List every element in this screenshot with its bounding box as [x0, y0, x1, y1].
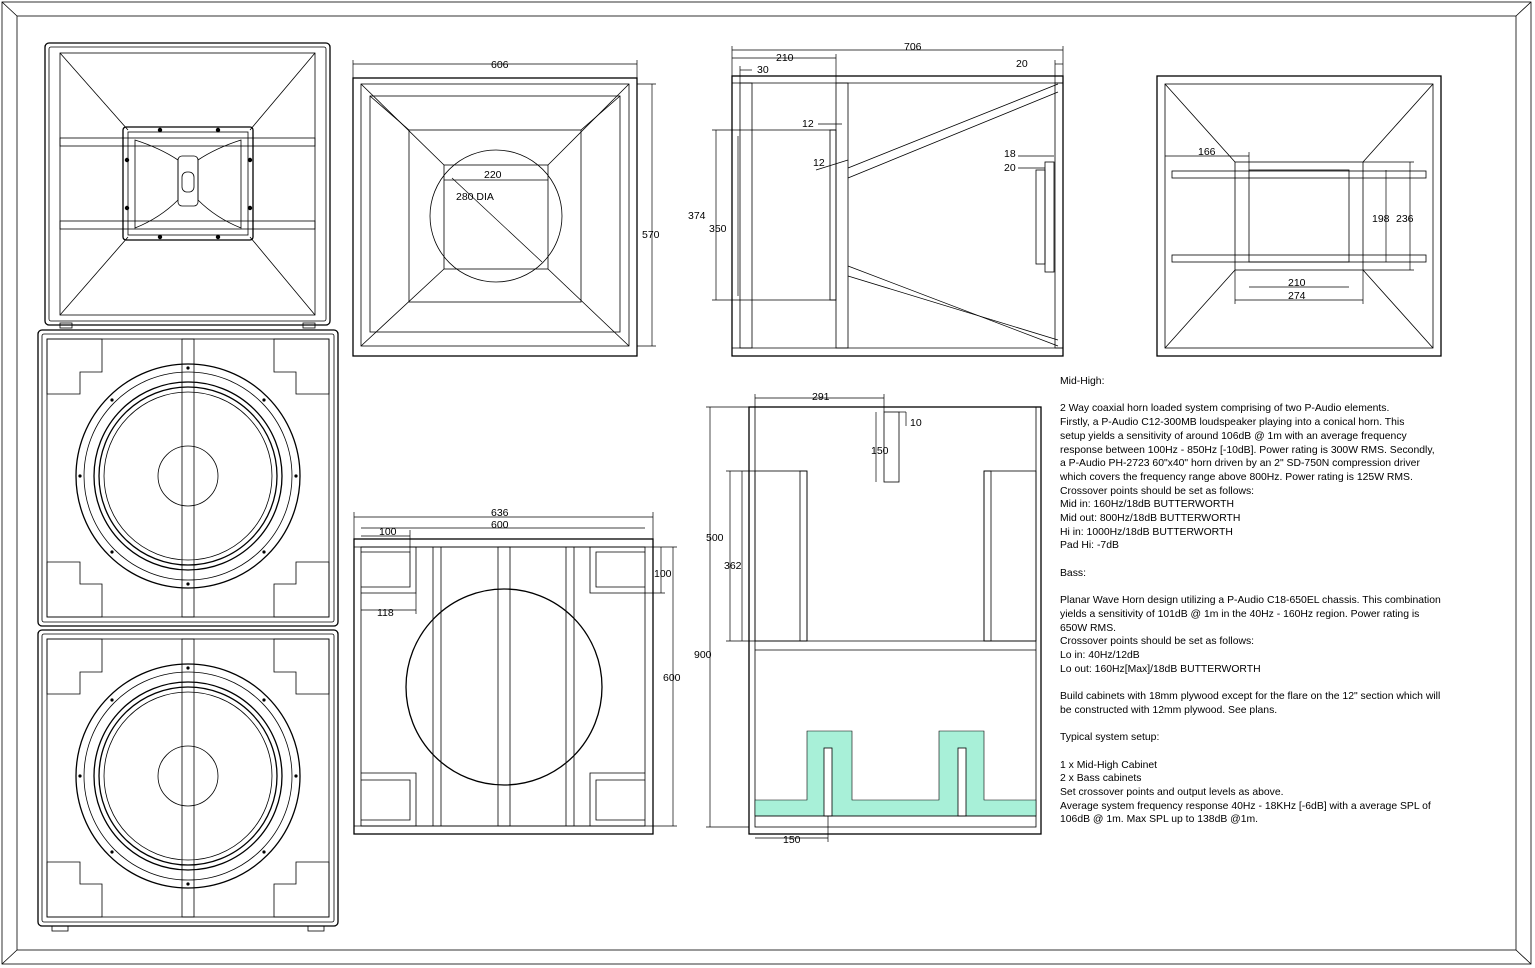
note-line: response between 100Hz - 850Hz [-10dB]. … [1060, 444, 1435, 456]
note-line: Typical system setup: [1060, 732, 1160, 744]
dim-rear-198: 198 [1372, 213, 1390, 225]
dim-sec-362: 362 [724, 560, 742, 572]
dim-side-12a: 12 [802, 118, 814, 130]
midhigh-rear-view: 166 198 236 210 274 [1156, 75, 1442, 357]
dim-side-20a: 20 [1016, 58, 1028, 70]
dim-rear-210: 210 [1288, 277, 1306, 289]
note-line: Mid-High: [1060, 376, 1105, 387]
note-line [1060, 389, 1490, 403]
dim-sec-500: 500 [706, 532, 724, 544]
dim-sec-900: 900 [694, 649, 712, 661]
note-line: 650W RMS. [1060, 622, 1117, 634]
note-line: Lo in: 40Hz/12dB [1060, 650, 1140, 662]
bass-front-1 [37, 329, 339, 627]
dim-side-18: 18 [1004, 148, 1016, 160]
note-line: yields a sensitivity of 101dB @ 1m in th… [1060, 608, 1420, 620]
bass-front-view: 636 600 100 118 100 600 [353, 507, 681, 835]
note-line: 1 x Mid-High Cabinet [1060, 759, 1158, 771]
midhigh-side-section: 706 210 30 20 12 12 18 20 374 350 [688, 41, 1064, 357]
horn-front-view: 606 570 220 280 DIA [352, 59, 660, 357]
dim-horn-width: 606 [491, 59, 509, 71]
dim-bass-100b: 100 [654, 568, 672, 580]
note-line: Set crossover points and output levels a… [1060, 787, 1284, 798]
note-line [1060, 718, 1490, 732]
dim-bass-118: 118 [377, 607, 394, 619]
note-line: Build cabinets with 18mm plywood except … [1060, 691, 1441, 703]
note-line: setup yields a sensitivity of around 106… [1060, 430, 1407, 442]
bass-port-fill [754, 730, 1037, 817]
dim-bass-600w: 600 [491, 519, 509, 531]
note-line: Mid in: 160Hz/18dB BUTTERWORTH [1060, 499, 1234, 511]
dim-horn-height: 570 [642, 229, 660, 241]
midhigh-front [44, 42, 331, 329]
note-line: a P-Audio PH-2723 60"x40" horn driven by… [1060, 458, 1420, 470]
note-line [1060, 745, 1490, 759]
dim-side-210: 210 [776, 52, 794, 64]
note-line: Firstly, a P-Audio C12-300MB loudspeaker… [1060, 417, 1405, 429]
stack-front-view [37, 42, 339, 932]
bass-front-2 [37, 629, 339, 932]
note-line: Mid out: 800Hz/18dB BUTTERWORTH [1060, 513, 1241, 525]
dim-side-350: 350 [709, 223, 727, 235]
dim-rear-274: 274 [1288, 290, 1306, 302]
dim-circle: 280 DIA [456, 191, 494, 203]
note-line: 106dB @ 1m. Max SPL up to 138dB @1m. [1060, 814, 1259, 826]
dim-side-20b: 20 [1004, 162, 1016, 174]
dim-side-374: 374 [688, 210, 706, 222]
dim-rear-236: 236 [1396, 213, 1414, 225]
dim-sec-291: 291 [812, 391, 830, 403]
note-line: which covers the frequency range above 8… [1060, 471, 1413, 483]
note-line: Lo out: 160Hz[Max]/18dB BUTTERWORTH [1060, 663, 1261, 675]
dim-sec-150a: 150 [871, 445, 889, 457]
note-line: be constructed with 12mm plywood. See pl… [1060, 704, 1278, 716]
note-line [1060, 676, 1490, 690]
note-line: Bass: [1060, 567, 1086, 579]
dim-side-12b: 12 [813, 157, 825, 169]
dim-throat: 220 [484, 169, 502, 181]
dim-bass-636: 636 [491, 507, 509, 519]
note-line [1060, 553, 1490, 567]
specification-notes: Mid-High: 2 Way coaxial horn loaded syst… [1060, 375, 1490, 827]
note-line [1060, 581, 1490, 595]
note-line: 2 Way coaxial horn loaded system compris… [1060, 403, 1390, 415]
dim-bass-100a: 100 [379, 526, 397, 538]
note-line: Crossover points should be set as follow… [1060, 485, 1255, 497]
note-line: 2 x Bass cabinets [1060, 773, 1142, 785]
dim-side-30: 30 [757, 64, 769, 76]
note-line: Average system frequency response 40Hz -… [1060, 800, 1431, 812]
dim-sec-10: 10 [910, 417, 922, 429]
dim-rear-166: 166 [1198, 146, 1216, 158]
dim-sec-150b: 150 [783, 834, 801, 846]
note-line: Hi in: 1000Hz/18dB BUTTERWORTH [1060, 526, 1233, 538]
bass-side-section: 291 10 150 500 362 900 150 [694, 391, 1042, 846]
note-line: Planar Wave Horn design utilizing a P-Au… [1060, 595, 1441, 607]
dim-side-total: 706 [904, 41, 922, 53]
note-line: Crossover points should be set as follow… [1060, 636, 1255, 648]
dim-bass-600h: 600 [663, 672, 681, 684]
note-line: Pad Hi: -7dB [1060, 540, 1119, 552]
